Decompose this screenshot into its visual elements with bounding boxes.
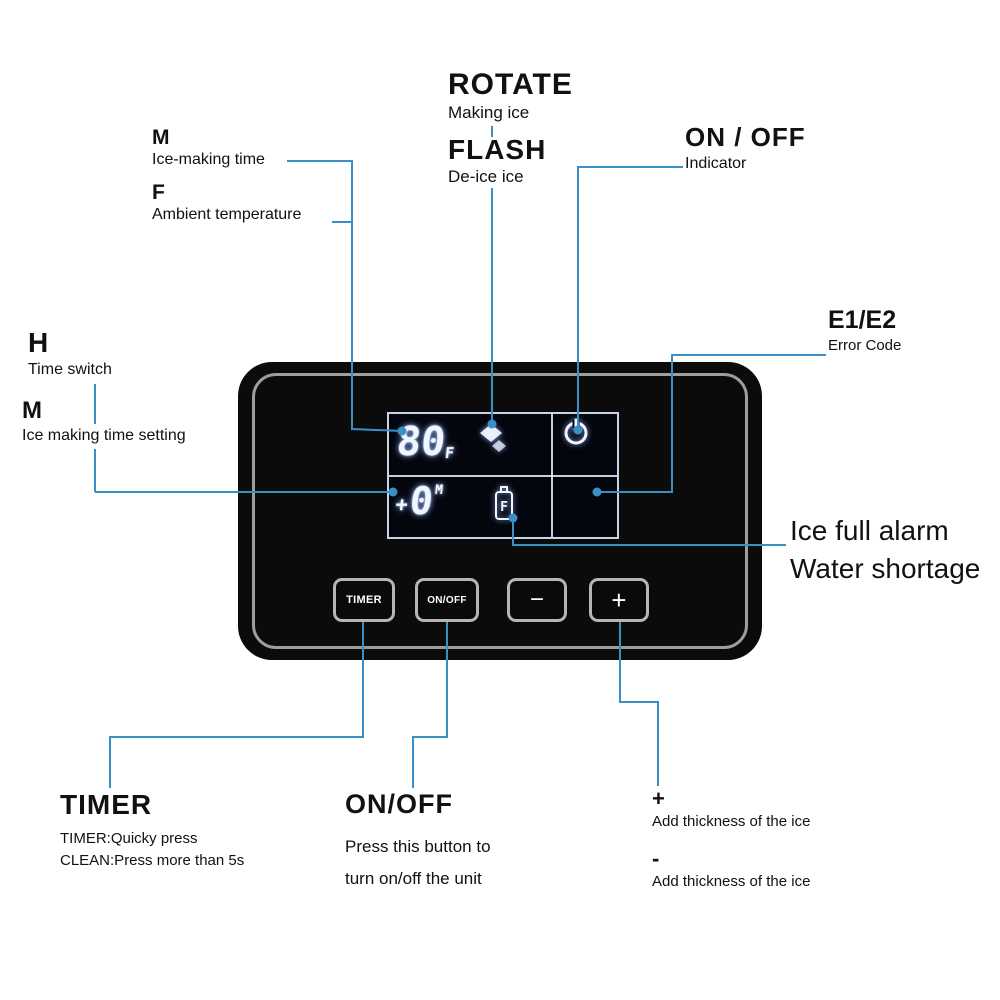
annotation-indicator: ON / OFF Indicator — [685, 122, 806, 175]
annotation-thickness: + Add thickness of the ice - Add thickne… — [652, 786, 810, 906]
annotation-timer: TIMER TIMER:Quicky press CLEAN:Press mor… — [60, 788, 244, 872]
timer-line1: TIMER:Quicky press — [60, 830, 198, 847]
panel-outline — [252, 373, 748, 649]
timer-title: TIMER — [60, 789, 153, 820]
on-off-button[interactable]: ON/OFF — [415, 578, 479, 622]
timer-line2: CLEAN:Press more than 5s — [60, 852, 245, 869]
minus-desc: Add thickness of the ice — [652, 873, 811, 890]
ice-making-time-title: M — [152, 126, 170, 149]
annotation-error-code: E1/E2 Error Code — [828, 305, 901, 356]
timer-arrow: + — [394, 492, 409, 516]
ambient-title: F — [152, 181, 165, 204]
timer-button[interactable]: TIMER — [333, 578, 395, 622]
indicator-title: ON / OFF — [685, 122, 806, 152]
on-off-line1: Press this button to — [345, 837, 491, 856]
alarm-line1: Ice full alarm — [790, 515, 949, 546]
indicator-desc: Indicator — [685, 155, 747, 172]
plus-desc: Add thickness of the ice — [652, 813, 811, 830]
annotation-ambient-temperature: F Ambient temperature — [152, 180, 301, 225]
annotation-ice-making-time: M Ice-making time — [152, 125, 265, 170]
power-icon — [564, 418, 588, 445]
annotation-on-off: ON/OFF Press this button to turn on/off … — [345, 788, 491, 895]
ice-making-time-desc: Ice-making time — [152, 151, 265, 168]
temperature-value: 80 — [394, 419, 448, 465]
timer-button-label: TIMER — [346, 594, 382, 606]
ambient-desc: Ambient temperature — [152, 206, 302, 223]
annotation-time-switch: H Time switch — [28, 327, 112, 380]
error-code-desc: Error Code — [828, 337, 902, 354]
timer-value: 0 — [407, 479, 436, 523]
plus-title: + — [652, 786, 665, 811]
control-panel: 80 F + 0 M F — [238, 362, 762, 660]
time-setting-desc: Ice making time setting — [22, 427, 186, 444]
bottle-icon: F — [495, 486, 513, 520]
annotation-flash: FLASH De-ice ice — [448, 133, 546, 187]
bottle-letter: F — [500, 500, 508, 515]
time-setting-title: M — [22, 397, 42, 424]
on-off-line2: turn on/off the unit — [345, 869, 482, 888]
time-switch-desc: Time switch — [28, 361, 112, 378]
minus-button[interactable]: − — [507, 578, 567, 622]
minus-title: - — [652, 846, 660, 871]
annotation-rotate: ROTATE Making ice — [448, 68, 573, 123]
on-off-button-label: ON/OFF — [427, 594, 467, 606]
minus-button-label: − — [529, 586, 545, 613]
flash-title: FLASH — [448, 134, 547, 165]
rotate-desc: Making ice — [448, 103, 530, 122]
lcd-display: 80 F + 0 M F — [387, 412, 619, 539]
error-code-title: E1/E2 — [828, 306, 897, 334]
lcd-grid-horizontal — [389, 475, 617, 477]
plus-button[interactable]: + — [589, 578, 649, 622]
plus-button-label: + — [611, 584, 627, 615]
ice-cube-icon — [480, 424, 506, 452]
rotate-title: ROTATE — [448, 68, 573, 101]
alarm-line2: Water shortage — [790, 553, 981, 584]
on-off-title: ON/OFF — [345, 789, 453, 819]
timer-unit: M — [434, 483, 444, 498]
time-switch-title: H — [28, 327, 49, 358]
timer-readout: + 0 M — [394, 478, 445, 524]
temperature-readout: 80 F — [394, 418, 457, 466]
flash-desc: De-ice ice — [448, 167, 524, 186]
annotation-time-setting: M Ice making time setting — [22, 396, 186, 446]
annotation-alarm: Ice full alarm Water shortage — [790, 512, 980, 588]
temperature-unit: F — [444, 444, 455, 462]
